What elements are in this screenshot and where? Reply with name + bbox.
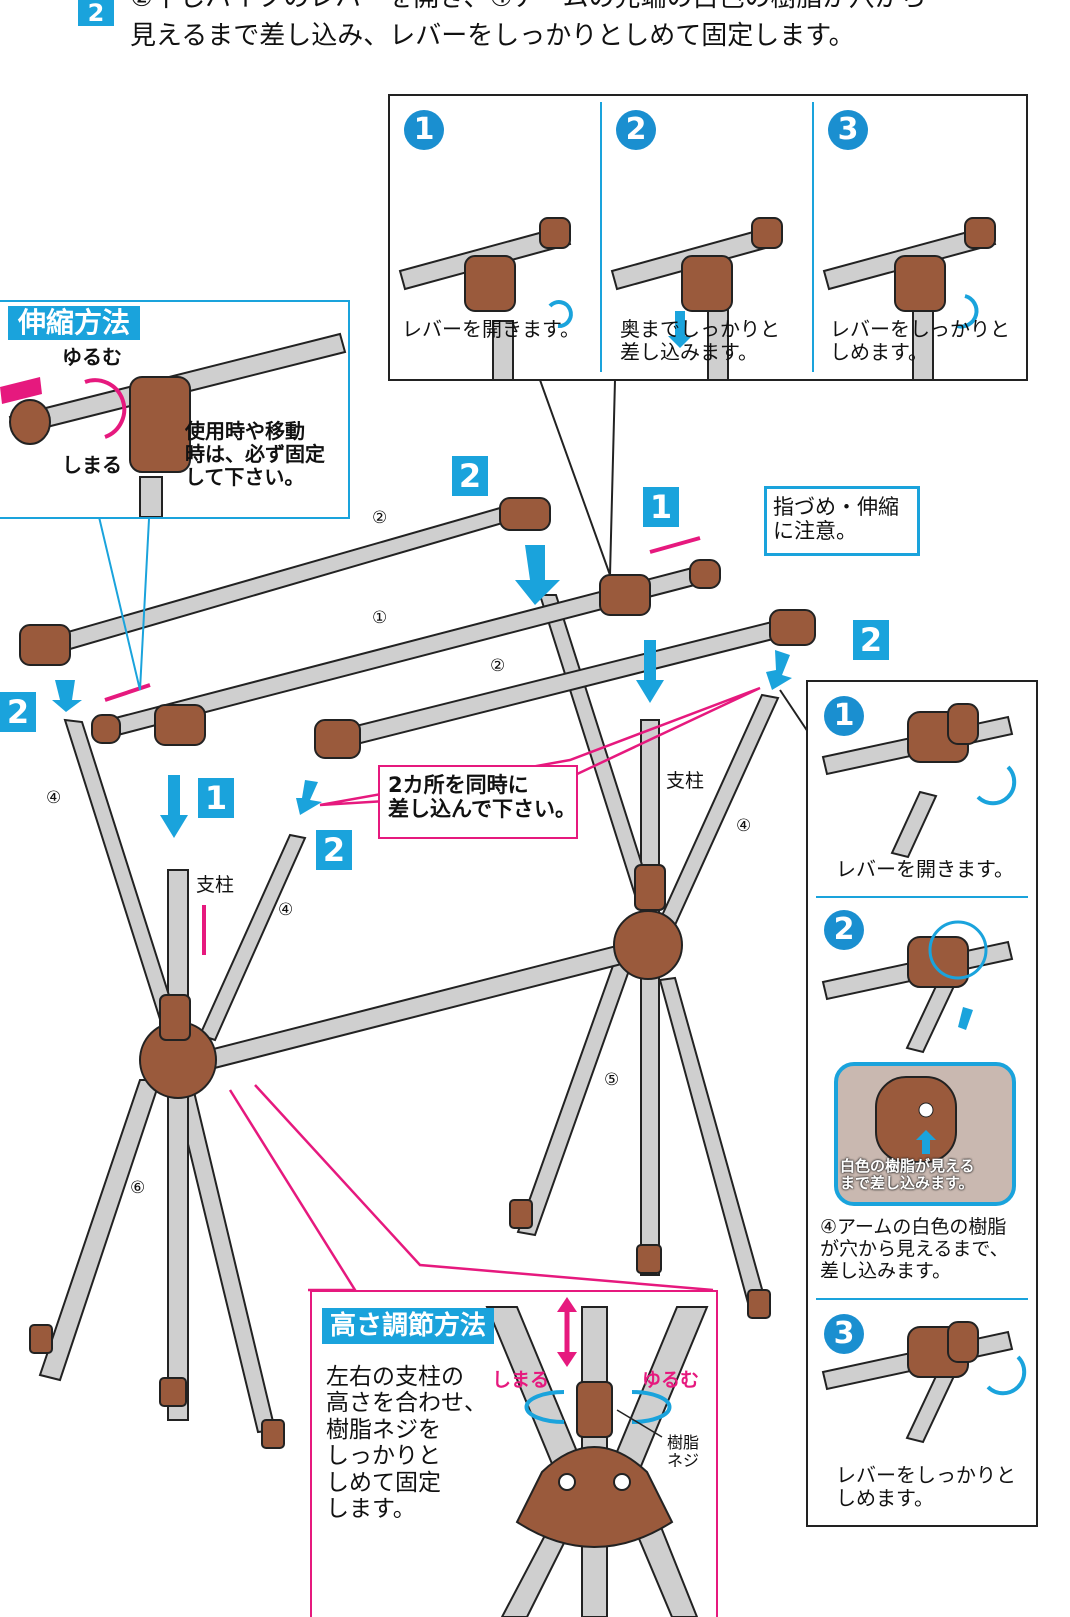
marker-1-top: 1 [643,487,679,527]
lever-d [19,624,71,666]
right-pillar [640,719,660,1276]
caution-box: 指づめ・伸縮 に注意。 [764,486,920,556]
right-arm-a [538,594,652,897]
extend-method-panel: 伸縮方法 ゆるむ しまる 使用時や移動 時は、必ず固定 して下さい。 [0,300,350,519]
step-number-2: 2 [78,0,114,26]
height-adjust-panel: 高さ調節方法 左右の支柱の 高さを合わせ、 樹脂ネジを しっかりと しめて固定 … [310,1290,718,1617]
part-label-4-right: ④ [736,816,752,836]
pillar-label-left: 支柱 [196,874,235,896]
top-step2-text: 奥までしっかりと 差し込みます。 [620,317,780,364]
right-step3-number: 3 [824,1314,864,1354]
lever-b [599,574,651,616]
resin-screw-label: 樹脂 ネジ [667,1433,700,1471]
right-leg-front [516,958,634,1237]
right-step-panel: 1 レバーを開きます。 2 白色の樹脂が見える まで差し込みます。 ④アームの白… [806,680,1038,1527]
right-step2-number: 2 [824,910,864,950]
right-step3-text: レバーをしっかりと しめます。 [836,1463,1016,1510]
top-step1-text: レバーを開きます。 [402,317,580,341]
lever-e [154,704,206,746]
cross-bar [188,938,647,1075]
top-step1-number: 1 [404,110,444,150]
right-leg-back [658,976,767,1305]
top-instruction-line1: ②干しパイプのレバーを開き、④アームの先端の白色の樹脂が穴から [130,0,926,14]
callout-text: 2カ所を同時に 差し込んで下さい。 [388,773,576,822]
top-step-panel: 1 2 3 レバーを開きます。 奥までしっかりと 差し込みます。 レバーをしっか… [388,94,1028,381]
left-pillar [167,869,189,1421]
height-adjust-text: 左右の支柱の 高さを合わせ、 樹脂ネジを しっかりと しめて固定 します。 [326,1364,487,1523]
right-screw [634,864,666,911]
extend-panel-drawing [0,332,347,517]
height-tighten-label: しまる [492,1369,550,1391]
top-instruction-line2: 見えるまで差し込み、レバーをしっかりとしめて固定します。 [130,21,855,51]
height-adjust-title: 高さ調節方法 [322,1308,495,1344]
part-label-4-mid: ④ [278,900,294,920]
marker-2-mid: 2 [316,830,352,870]
right-joint [613,910,683,980]
top-panel-drawings [398,217,997,379]
right-step1-number: 1 [824,696,864,736]
part-label-4-left: ④ [46,788,62,808]
extend-note: 使用時や移動 時は、必ず固定 して下さい。 [185,419,325,489]
lever-a [499,497,551,531]
left-leg-front [38,1079,162,1382]
right-step2-text: ④アームの白色の樹脂 が穴から見えるまで、 差し込みます。 [820,1216,1009,1282]
right-step1-text: レバーを開きます。 [836,857,1014,881]
marker-2-top: 2 [452,456,488,496]
cap-b [689,559,721,589]
pillar-label-right: 支柱 [666,770,705,792]
right-arm-b [658,693,780,927]
top-step2-number: 2 [616,110,656,150]
height-panel-drawing [485,1297,709,1617]
marker-2-left: 2 [0,692,36,732]
lever-f [314,719,361,759]
marker-1-left: 1 [198,778,234,818]
cap-e [91,714,121,744]
left-arm-a [63,718,182,1037]
lever-c [769,609,816,646]
left-screw [159,994,191,1041]
part-label-1: ① [372,608,388,628]
extend-method-title: 伸縮方法 [8,306,141,340]
top-step3-text: レバーをしっかりと しめます。 [830,317,1010,364]
right-panel-drawings [821,703,1027,1444]
top-step3-number: 3 [828,110,868,150]
caution-text: 指づめ・伸縮 に注意。 [773,495,899,544]
left-arm-b [198,833,307,1042]
pipe-2-front [318,618,787,754]
loosen-label: ゆるむ [62,345,122,369]
tighten-label: しまる [62,453,122,477]
part-label-6: ⑥ [130,1178,146,1198]
part-label-2-back: ② [372,508,388,528]
simultaneous-callout: 2カ所を同時に 差し込んで下さい。 [378,765,578,839]
right-step2-inset-text: 白色の樹脂が見える まで差し込みます。 [840,1157,975,1193]
marker-2-right: 2 [853,620,889,660]
part-label-2-front: ② [490,656,506,676]
height-loosen-label: ゆるむ [642,1369,700,1391]
part-label-5: ⑤ [604,1070,620,1090]
